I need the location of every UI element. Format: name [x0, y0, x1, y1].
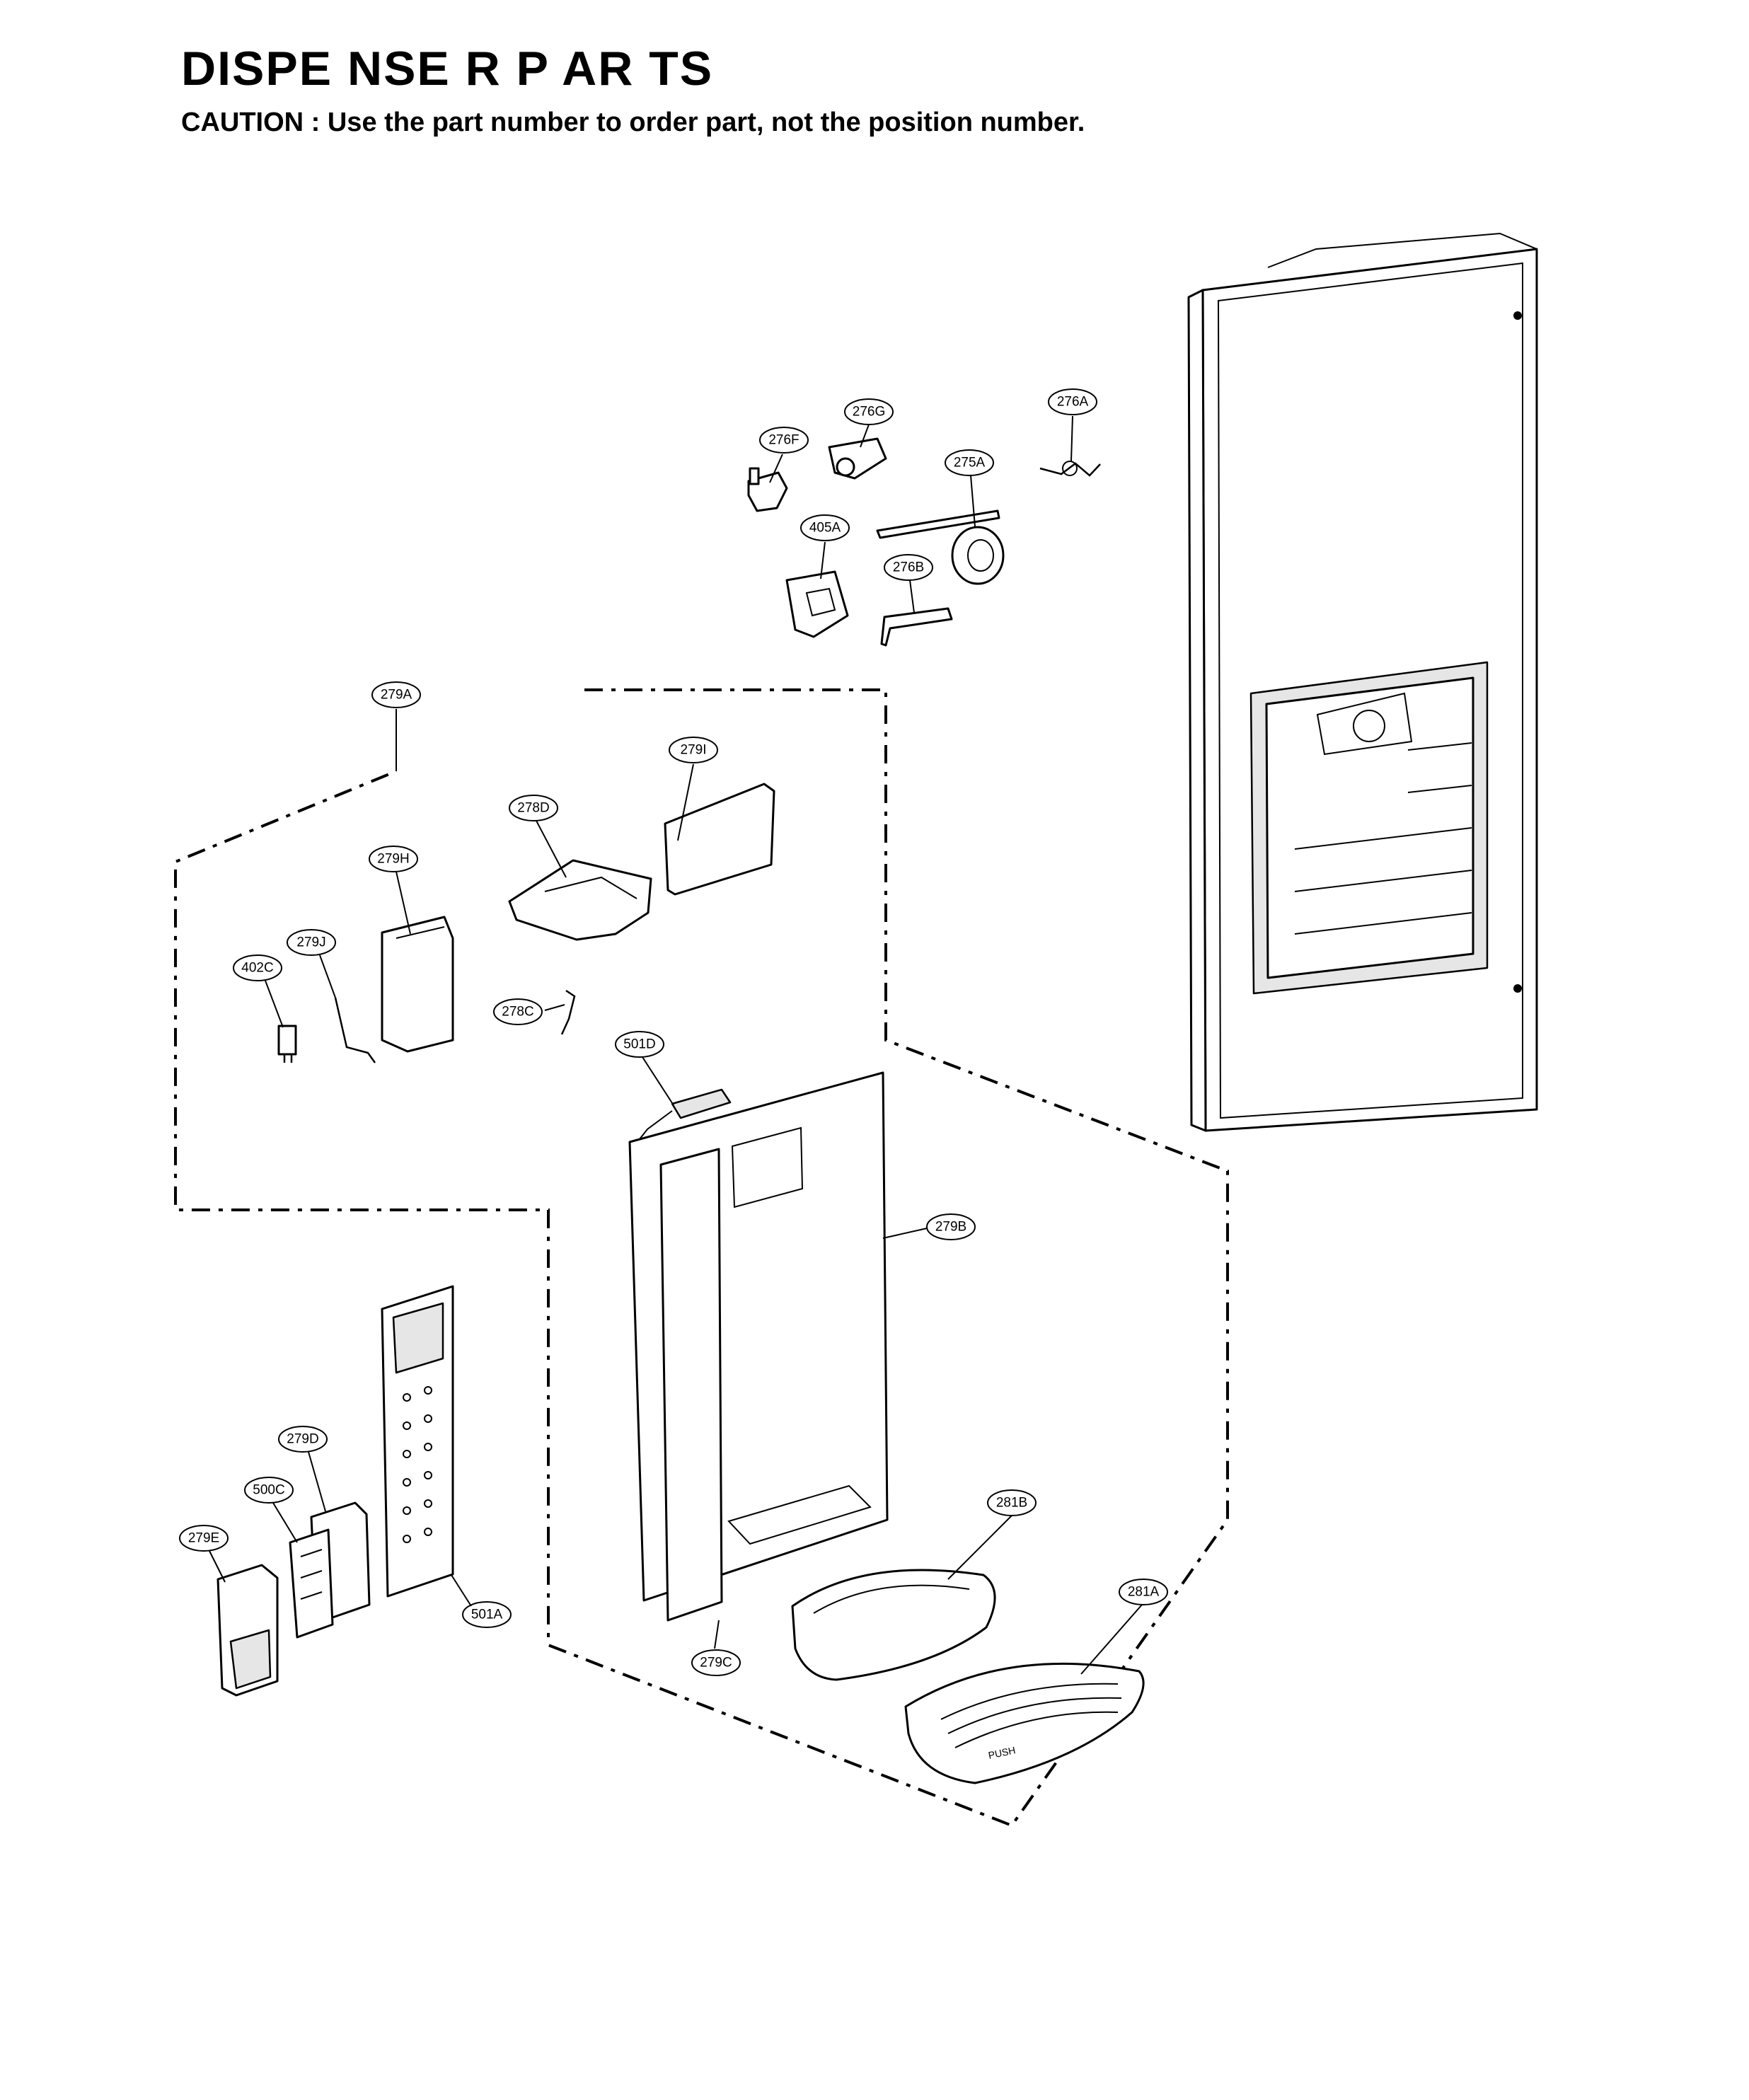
- svg-text:278C: 278C: [502, 1005, 533, 1020]
- callout-279A: 279A: [371, 681, 421, 708]
- part-279H: [381, 916, 454, 1053]
- callout-279J: 279J: [287, 929, 336, 956]
- svg-text:281A: 281A: [1128, 1585, 1160, 1600]
- svg-text:279C: 279C: [700, 1656, 732, 1671]
- part-278D: [508, 859, 652, 941]
- part-402C: [277, 1025, 297, 1063]
- callout-279E: 279E: [179, 1525, 229, 1552]
- callout-500C: 500C: [244, 1477, 294, 1504]
- part-279J: [334, 997, 376, 1063]
- leader-lines: [209, 415, 1143, 1675]
- callout-405A: 405A: [800, 514, 850, 541]
- callout-501D: 501D: [615, 1031, 664, 1058]
- svg-text:405A: 405A: [809, 521, 841, 536]
- callout-281A: 281A: [1119, 1579, 1168, 1605]
- callout-501A: 501A: [462, 1601, 512, 1628]
- part-276B: [880, 607, 953, 647]
- part-278C: [560, 989, 576, 1035]
- svg-text:276B: 276B: [893, 560, 924, 575]
- callout-279B: 279B: [926, 1213, 976, 1240]
- part-405A: [785, 570, 849, 638]
- svg-text:275A: 275A: [954, 456, 986, 471]
- callout-279D: 279D: [278, 1426, 328, 1453]
- callout-402C: 402C: [233, 954, 282, 981]
- part-276G: [828, 437, 887, 480]
- svg-text:278D: 278D: [517, 801, 549, 816]
- part-281A: PUSH: [904, 1662, 1145, 1784]
- callout-279I: 279I: [669, 737, 718, 763]
- svg-text:500C: 500C: [253, 1483, 284, 1498]
- part-501D: [639, 1088, 732, 1140]
- callout-276F: 276F: [759, 427, 809, 454]
- callout-279H: 279H: [369, 846, 418, 872]
- part-279C: [659, 1148, 723, 1622]
- callout-276B: 276B: [884, 554, 933, 581]
- svg-text:279D: 279D: [287, 1432, 318, 1447]
- part-276A: [1039, 461, 1101, 477]
- part-275A: [876, 509, 1005, 585]
- svg-text:281B: 281B: [996, 1496, 1027, 1511]
- callout-276A: 276A: [1048, 388, 1097, 415]
- callout-281B: 281B: [987, 1489, 1037, 1516]
- part-501A: [381, 1285, 454, 1598]
- svg-text:279J: 279J: [296, 935, 325, 950]
- svg-text:276A: 276A: [1057, 395, 1089, 410]
- svg-text:279B: 279B: [935, 1220, 966, 1235]
- door-panel: [1187, 232, 1538, 1132]
- callout-278C: 278C: [493, 998, 543, 1025]
- svg-text:279E: 279E: [188, 1531, 219, 1546]
- callout-276G: 276G: [844, 398, 894, 425]
- part-281B: [791, 1569, 996, 1681]
- svg-text:276F: 276F: [768, 433, 799, 448]
- part-279I: [664, 783, 775, 896]
- part-500C: [289, 1528, 334, 1639]
- callout-279C: 279C: [691, 1649, 741, 1676]
- svg-text:279A: 279A: [381, 688, 412, 703]
- part-276F: [747, 467, 788, 512]
- svg-text:501D: 501D: [623, 1037, 655, 1052]
- caution-note: CAUTION : Use the part number to order p…: [181, 108, 1085, 137]
- push-marking: PUSH: [987, 1744, 1016, 1761]
- svg-text:279I: 279I: [681, 743, 707, 758]
- svg-text:279H: 279H: [377, 852, 409, 867]
- callout-275A: 275A: [945, 449, 994, 476]
- page-title: DISPE NSE R P AR TS: [181, 42, 714, 96]
- callout-278D: 278D: [509, 795, 558, 821]
- svg-text:402C: 402C: [241, 961, 273, 976]
- part-279E: [217, 1564, 279, 1697]
- svg-text:501A: 501A: [471, 1608, 503, 1622]
- svg-text:276G: 276G: [853, 405, 885, 420]
